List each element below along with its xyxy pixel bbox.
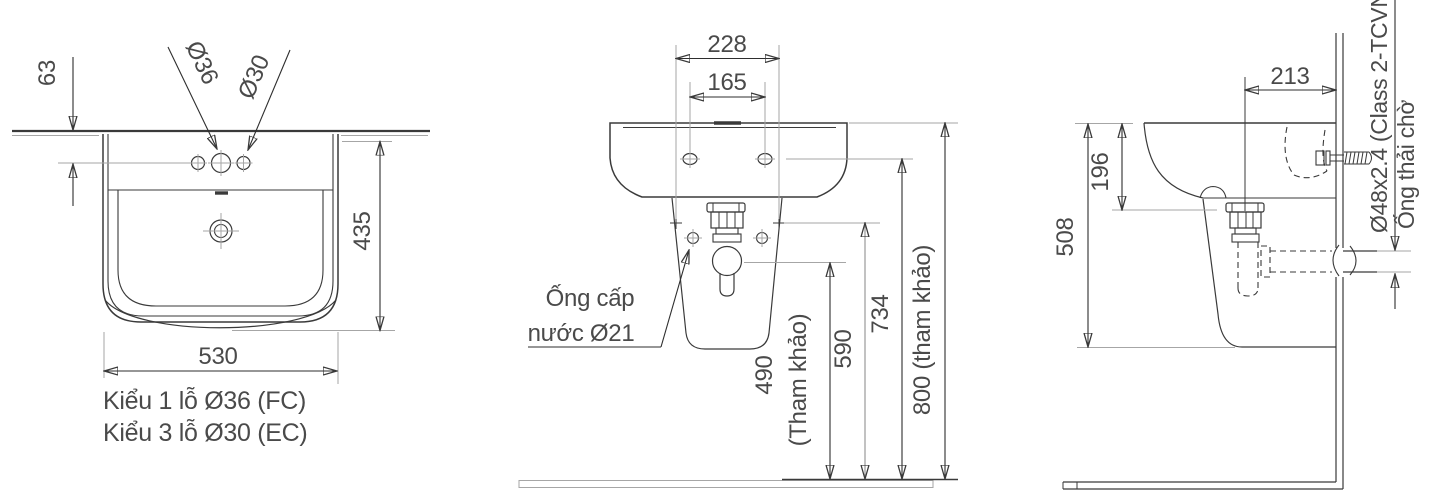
supply-label-line2: nước Ø21 bbox=[528, 320, 635, 347]
basin-rim-inner-line bbox=[107, 134, 334, 317]
dim-800-label: 800 (tham khảo) bbox=[909, 245, 936, 415]
drain-hole-plan bbox=[203, 213, 239, 249]
dim-490-note: (Tham khảo) bbox=[785, 314, 812, 447]
dim-165: 165 bbox=[690, 69, 765, 151]
dim-63: 63 bbox=[34, 57, 73, 206]
dim-228: 228 bbox=[676, 31, 779, 219]
dim-590: 590 bbox=[784, 223, 880, 479]
drain-recess-bump bbox=[1199, 185, 1227, 199]
supply-pipe-callout: Ống cấp nước Ø21 bbox=[528, 250, 689, 348]
hidden-cavity-right bbox=[1322, 129, 1328, 172]
basin-front-outline bbox=[609, 122, 848, 198]
basin-front-bulge bbox=[104, 299, 337, 329]
dim-508: 508 bbox=[1052, 124, 1235, 348]
bowl-inner-outline bbox=[117, 190, 324, 307]
pipe-name-label: Ống thải chờ bbox=[1392, 100, 1419, 229]
floor-section bbox=[1062, 481, 1343, 490]
dim-530-label: 530 bbox=[198, 343, 237, 370]
dim-435: 435 bbox=[232, 142, 395, 331]
wall-section bbox=[1332, 33, 1357, 489]
dim-228-label: 228 bbox=[707, 31, 746, 58]
floor-front bbox=[518, 478, 958, 488]
hole-30-label: Ø30 bbox=[233, 51, 275, 102]
drain-trap-front bbox=[706, 202, 746, 297]
mounting-holes-front bbox=[680, 150, 775, 168]
drain-trap-side bbox=[1225, 202, 1332, 297]
dim-508-label: 508 bbox=[1052, 217, 1079, 256]
callout-leader bbox=[660, 250, 689, 348]
dim-213-label: 213 bbox=[1270, 63, 1309, 90]
pipe-spec-label: Ø48x2.4 (Class 2-TCVN bbox=[1366, 0, 1392, 233]
dim-pipe-48: Ø48x2.4 (Class 2-TCVN Ống thải chờ bbox=[1366, 0, 1419, 309]
waste-pipe-stub bbox=[1343, 250, 1411, 273]
supply-stubs bbox=[684, 229, 771, 247]
hole-36-label: Ø36 bbox=[180, 37, 224, 89]
faucet-holes bbox=[58, 150, 253, 176]
front-view: 228 165 Ống cấp nước Ø21 490 (Tham khảo) bbox=[518, 31, 958, 488]
dim-590-label: 590 bbox=[830, 329, 857, 368]
hidden-cavity-left bbox=[1284, 126, 1295, 176]
dim-490-label: 490 bbox=[751, 355, 778, 394]
supply-label-line1: Ống cấp bbox=[546, 284, 635, 312]
leader-hole-36: Ø36 bbox=[167, 37, 224, 149]
pedestal-front-outline bbox=[671, 197, 783, 350]
dim-213: 213 bbox=[1245, 63, 1336, 211]
dim-734-label: 734 bbox=[867, 294, 894, 333]
pedestal-side-front-edge bbox=[1202, 198, 1243, 348]
plan-view: 63 Ø36 Ø30 435 530 Kiểu 1 lỗ Ø36 (FC) Ki… bbox=[12, 37, 430, 447]
dim-196-label: 196 bbox=[1087, 152, 1114, 191]
dim-800: 800 (tham khảo) bbox=[849, 123, 958, 479]
side-view: Ø48x2.4 (Class 2-TCVN Ống thải chờ 213 1… bbox=[1052, 0, 1419, 490]
caption-line2: Kiểu 3 lỗ Ø30 (EC) bbox=[103, 418, 307, 447]
pipe-break-right bbox=[1349, 245, 1357, 276]
dim-490: 490 (Tham khảo) bbox=[744, 262, 846, 480]
leader-hole-30: Ø30 bbox=[233, 49, 291, 150]
floor-bar bbox=[518, 480, 934, 488]
dim-435-label: 435 bbox=[349, 211, 376, 250]
dim-63-label: 63 bbox=[34, 60, 61, 86]
pipe-break-left bbox=[1332, 244, 1340, 277]
hidden-cavity-bottom bbox=[1293, 170, 1328, 179]
caption-line1: Kiểu 1 lỗ Ø36 (FC) bbox=[103, 386, 306, 415]
dim-165-label: 165 bbox=[707, 69, 746, 96]
dim-734: 734 bbox=[786, 159, 913, 479]
dim-530: 530 bbox=[104, 332, 339, 384]
anchor-bolt bbox=[1315, 150, 1372, 166]
basin-side-front-curve bbox=[1143, 122, 1204, 199]
